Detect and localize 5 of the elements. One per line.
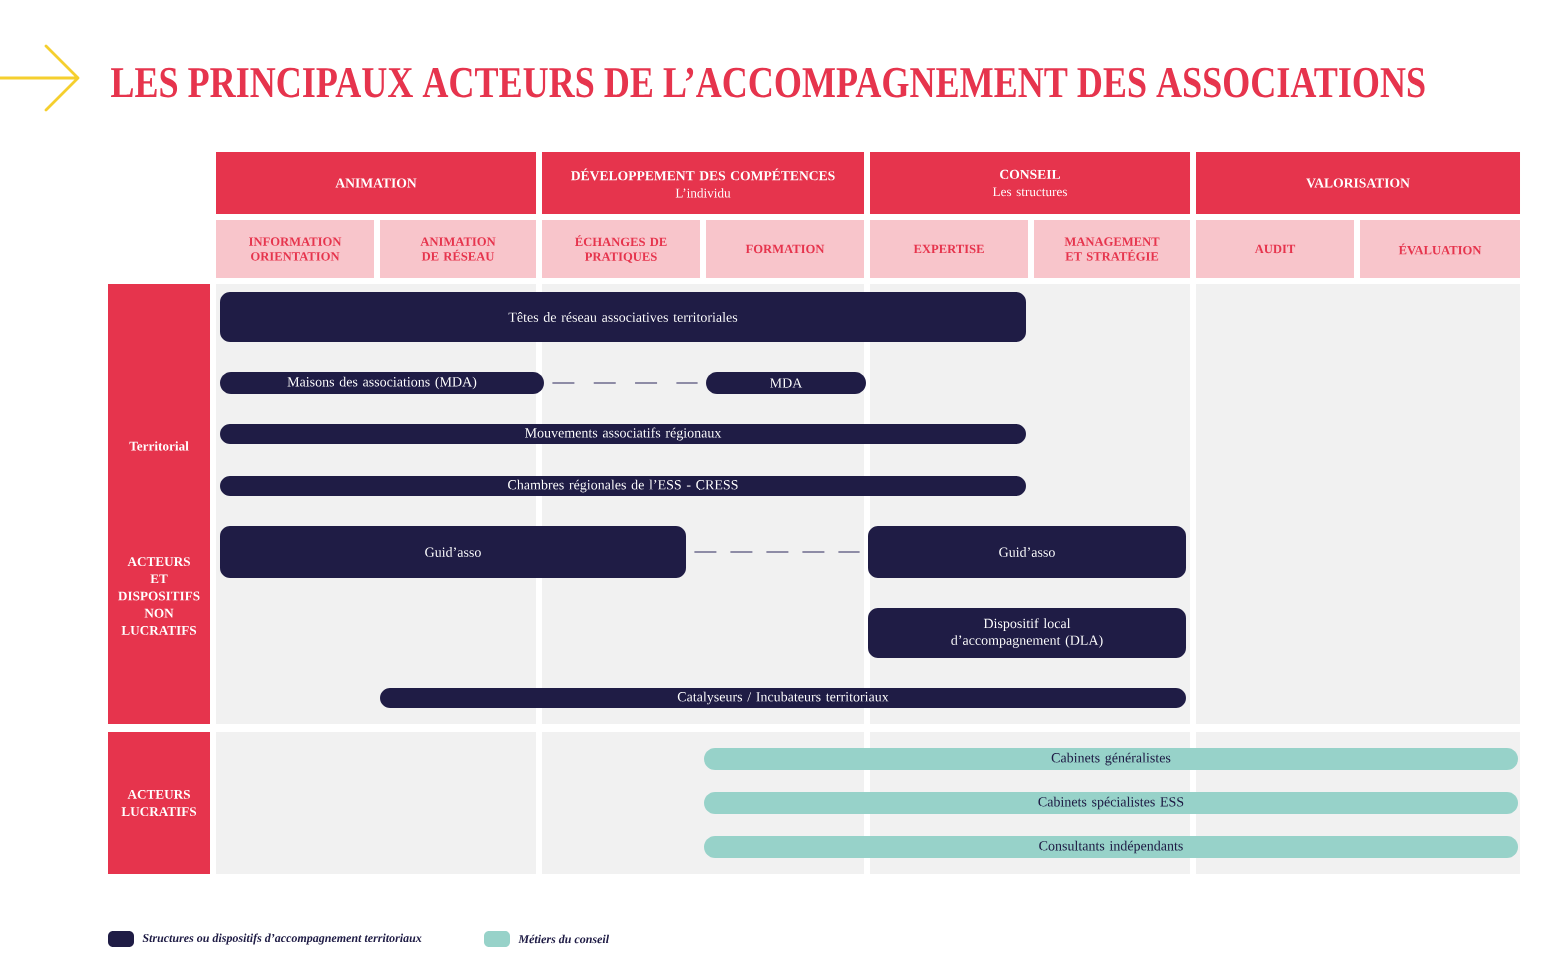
side-band bbox=[108, 284, 210, 724]
side-band bbox=[108, 732, 210, 874]
dashed-connector bbox=[694, 550, 860, 554]
dashed-connector bbox=[552, 381, 698, 385]
title: LES PRINCIPAUX ACTEURS DE L’ACCOMPAGNEMENT DES ASSOCIATIONS bbox=[111, 67, 1425, 98]
